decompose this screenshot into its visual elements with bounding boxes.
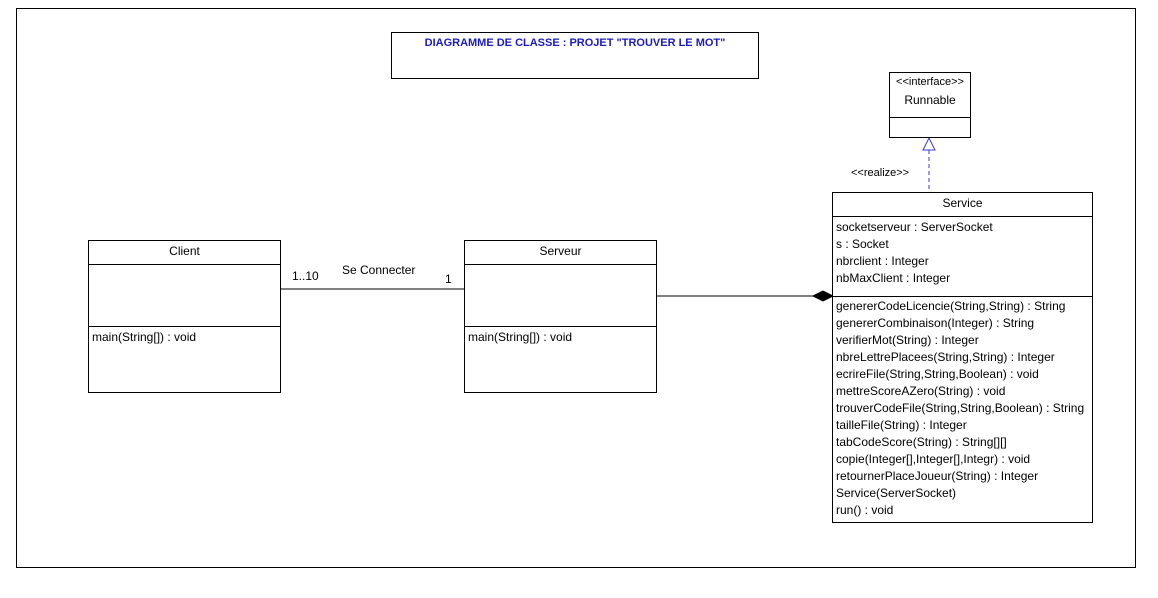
diagram-frame [16,8,1136,568]
class-service[interactable]: Service socketserveur : ServerSocket s :… [832,192,1093,523]
class-client-name: Client [89,241,280,265]
attribute: nbMaxClient : Integer [836,271,951,285]
operation: verifierMot(String) : Integer [836,333,979,347]
class-serveur-operations: main(String[]) : void [465,327,656,346]
class-client[interactable]: Client main(String[]) : void [88,240,281,393]
operation: ecrireFile(String,String,Boolean) : void [836,367,1039,381]
operation: genererCodeLicencie(String,String) : Str… [836,299,1066,313]
operation: tabCodeScore(String) : String[][] [836,435,1007,449]
composition-diamond [811,290,835,302]
attribute: socketserveur : ServerSocket [836,220,993,234]
operation: main(String[]) : void [468,330,573,344]
class-client-operations: main(String[]) : void [89,327,280,346]
interface-name: Runnable [904,93,956,107]
operation: trouverCodeFile(String,String,Boolean) :… [836,401,1085,415]
operation: main(String[]) : void [92,330,197,344]
operation: genererCombinaison(Integer) : String [836,316,1035,330]
class-serveur-attributes [465,265,656,327]
attribute: s : Socket [836,237,889,251]
class-client-attributes [89,265,280,327]
class-service-operations: genererCodeLicencie(String,String) : Str… [833,297,1092,519]
diagram-title: DIAGRAMME DE CLASSE : PROJET "TROUVER LE… [424,37,726,49]
operation: copie(Integer[],Integer[],Integr) : void [836,452,1031,466]
client-multiplicity: 1..10 [292,269,319,283]
interface-stereotype: <<interface>> [896,76,964,88]
class-service-attributes: socketserveur : ServerSocket s : Socket … [833,217,1092,297]
operation: nbreLettrePlacees(String,String) : Integ… [836,350,1055,364]
operation: mettreScoreAZero(String) : void [836,384,1006,398]
class-serveur-name: Serveur [465,241,656,265]
class-service-name: Service [833,193,1092,217]
operation: tailleFile(String) : Integer [836,418,967,432]
operation: Service(ServerSocket) [836,486,957,500]
realization-arrowhead [922,136,936,151]
class-serveur[interactable]: Serveur main(String[]) : void [464,240,657,393]
interface-runnable[interactable]: <<interface>> Runnable [889,72,971,138]
attribute: nbrclient : Integer [836,254,929,268]
association-label: Se Connecter [342,263,416,277]
title-box: DIAGRAMME DE CLASSE : PROJET "TROUVER LE… [391,32,759,79]
operation: retournerPlaceJoueur(String) : Integer [836,469,1039,483]
serveur-multiplicity: 1 [445,272,452,286]
realize-label: <<realize>> [851,167,910,179]
operation: run() : void [836,503,894,517]
